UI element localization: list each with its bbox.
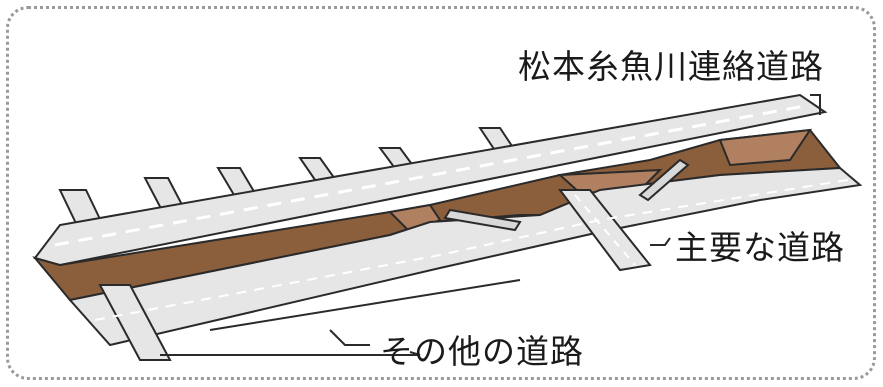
minor-road-left [98,284,172,361]
leader-other-roads [329,329,370,346]
leader-major-roads [650,237,671,246]
leader-lines [160,94,821,356]
crossing-lane-marking [574,194,636,266]
expressway-surface [33,93,828,267]
ramp [443,208,522,232]
frontage-lane-marking [94,177,861,321]
ramp-2 [638,158,690,202]
label-expressway: 松本糸魚川連絡道路 [518,47,824,86]
dotted-frame [6,6,876,380]
frontage-road-main [68,166,863,347]
label-other-roads: その他の道路 [380,332,584,371]
label-major-roads: 主要な道路 [675,228,845,267]
bracket-other-roads-top [209,279,521,331]
bracket-other-roads [160,351,421,356]
leader-expressway [810,94,821,115]
